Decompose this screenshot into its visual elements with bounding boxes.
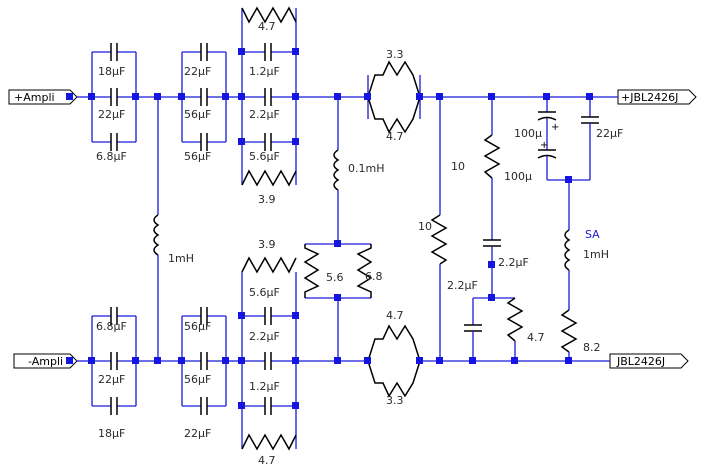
svg-text:SA: SA	[585, 228, 600, 241]
svg-text:4.7: 4.7	[386, 130, 404, 143]
svg-text:1mH: 1mH	[168, 252, 194, 265]
top-rc-bank-c: 4.7 1.2µF 2.2µF 5.6µF 3.9	[241, 6, 297, 206]
shunt-resistor-pair: 5.6 6.8	[303, 243, 383, 361]
cap-label: 22µF	[184, 427, 211, 440]
cap-label: 6.8µF	[96, 150, 127, 163]
cap-label: 22µF	[184, 65, 211, 78]
svg-text:10: 10	[451, 160, 465, 173]
svg-text:8.2: 8.2	[583, 341, 601, 354]
bottom-rc-bank-c: 3.9 5.6µF 2.2µF 1.2µF 4.7	[241, 238, 297, 465]
port-jbl-negative[interactable]: JBL2426J	[609, 353, 689, 369]
cap-label: 5.6µF	[249, 286, 280, 299]
port-ampli-negative[interactable]: -Ampli	[13, 353, 78, 369]
svg-text:+Ampli: +Ampli	[14, 91, 55, 104]
svg-text:3.3: 3.3	[386, 48, 404, 61]
svg-text:1mH: 1mH	[583, 248, 609, 261]
res-label: 4.7	[258, 454, 276, 465]
svg-text:0.1mH: 0.1mH	[348, 162, 384, 175]
cap-label: 56µF	[184, 150, 211, 163]
resistor-10-shunt: 10 10	[418, 97, 465, 361]
svg-text:10: 10	[418, 220, 432, 233]
svg-text:+: +	[540, 140, 548, 151]
cap-label: 2.2µF	[249, 108, 280, 121]
electrolytic-capacitor-group: + + 100µ 22µF	[514, 97, 623, 181]
junction-nodes	[66, 48, 593, 409]
svg-text:+JBL2426J: +JBL2426J	[621, 91, 678, 104]
cap-label: 5.6µF	[249, 150, 280, 163]
bottom-capacitor-bank-b: 56µF 56µF 22µF	[181, 307, 227, 440]
cap-label: 18µF	[98, 65, 125, 78]
top-series-resistor-pair: 3.3 4.7	[367, 48, 421, 143]
inductor-1mh-left: 1mH	[153, 97, 194, 361]
cap-label: 56µF	[184, 373, 211, 386]
cap-label: 18µF	[98, 427, 125, 440]
svg-text:6.8: 6.8	[365, 270, 383, 283]
svg-text:+: +	[551, 122, 559, 133]
svg-text:JBL2426J: JBL2426J	[616, 355, 665, 368]
top-capacitor-bank-a: 18µF 22µF 6.8µF	[91, 43, 137, 163]
cap-label: 56µF	[184, 320, 211, 333]
svg-text:100µ: 100µ	[514, 127, 542, 140]
bottom-series-resistor-pair: 4.7 3.3	[367, 309, 421, 407]
svg-text:-Ampli: -Ampli	[28, 355, 63, 368]
svg-text:100µ: 100µ	[504, 170, 532, 183]
cap-label: 6.8µF	[96, 320, 127, 333]
cap-label: 22µF	[98, 108, 125, 121]
svg-text:22µF: 22µF	[596, 127, 623, 140]
svg-text:2.2µF: 2.2µF	[498, 256, 529, 269]
cap-label: 56µF	[184, 108, 211, 121]
cap-label: 22µF	[98, 373, 125, 386]
svg-text:2.2µF: 2.2µF	[447, 279, 478, 292]
port-jbl-positive[interactable]: +JBL2426J	[617, 89, 697, 105]
cap-label: 1.2µF	[249, 380, 280, 393]
svg-text:4.7: 4.7	[386, 309, 404, 322]
res-label: 4.7	[258, 20, 276, 33]
svg-text:5.6: 5.6	[326, 271, 344, 284]
inductor-1mh-right: SA 1mH 8.2	[560, 180, 609, 361]
cap-label: 2.2µF	[249, 330, 280, 343]
top-capacitor-bank-b: 22µF 56µF 56µF	[181, 43, 227, 163]
inductor-0-1mh: 0.1mH	[333, 97, 384, 244]
res-label: 3.9	[258, 238, 276, 251]
res-label: 3.9	[258, 193, 276, 206]
bottom-capacitor-bank-a: 6.8µF 22µF 18µF	[91, 307, 137, 440]
svg-text:4.7: 4.7	[527, 331, 545, 344]
rc-zobel-branch: 100µ 2.2µF 2.2µF 4.7	[447, 97, 545, 361]
svg-text:3.3: 3.3	[386, 394, 404, 407]
port-ampli-positive[interactable]: +Ampli	[8, 89, 78, 105]
cap-label: 1.2µF	[249, 65, 280, 78]
